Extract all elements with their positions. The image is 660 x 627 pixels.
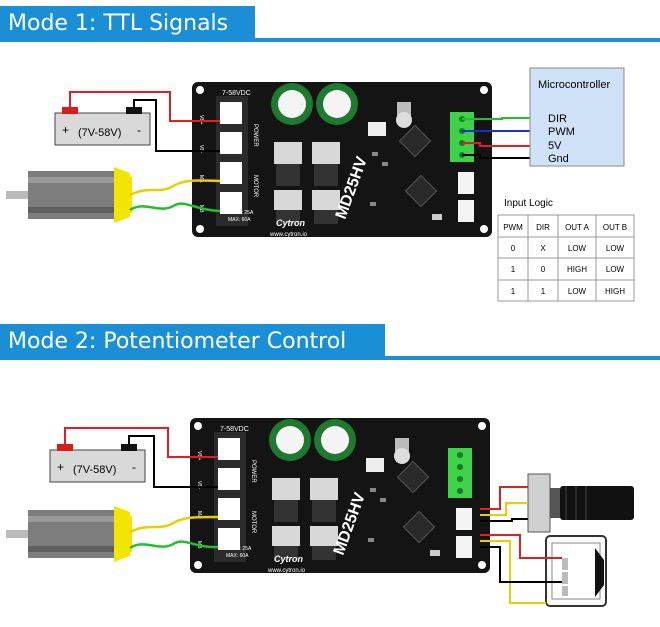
switch-wires	[480, 534, 562, 604]
table-cell: LOW	[606, 265, 625, 274]
battery	[54, 107, 151, 146]
signal-5v: 5V	[548, 140, 562, 152]
microcontroller-box	[529, 67, 625, 167]
terminal-vb-minus: VB-	[196, 481, 202, 490]
table-cell: HIGH	[605, 287, 625, 296]
table-cell: HIGH	[567, 265, 587, 274]
board-current: CONT: 25A	[228, 210, 254, 216]
terminal-vb-minus: VB-	[198, 145, 204, 154]
board-brand: Cytron	[274, 554, 304, 564]
board-website: www.cytron.io	[267, 568, 306, 574]
board-voltage: 7-58VDC	[220, 426, 249, 433]
table-cell: LOW	[606, 244, 625, 253]
battery-minus: -	[137, 123, 141, 137]
table-header-cell: OUT B	[603, 223, 627, 232]
terminal-ma: MA	[196, 511, 202, 519]
terminal-ma: MA	[198, 175, 204, 183]
terminal-vb-plus: VB+	[198, 115, 204, 125]
signal-pwm: PWM	[548, 126, 575, 138]
mode2-title: Mode 2: Potentiometer Control	[0, 324, 385, 360]
power-wires	[69, 91, 220, 152]
table-cell: 0	[541, 265, 546, 274]
table-header-cell: DIR	[536, 223, 550, 232]
motor-wires	[129, 179, 221, 213]
mode1-title-stripe	[0, 38, 660, 42]
table-header-cell: PWM	[503, 223, 523, 232]
battery-plus: +	[62, 123, 69, 137]
terminal-vb-plus: VB+	[196, 451, 202, 461]
board-max-current: MAX: 60A	[228, 217, 251, 223]
board-power-label: POWER	[250, 460, 256, 483]
mode1-title: Mode 1: TTL Signals	[0, 6, 255, 42]
board-motor-label: MOTOR	[250, 511, 256, 534]
dc-motor	[6, 506, 132, 562]
signal-wires	[462, 117, 530, 159]
mode2-title-stripe	[0, 356, 660, 360]
potentiometer	[527, 473, 634, 533]
table-cell: 1	[511, 265, 516, 274]
battery-minus: -	[132, 460, 136, 474]
table-cell: LOW	[568, 287, 587, 296]
table-cell: 1	[511, 287, 516, 296]
input-logic-title: Input Logic	[504, 198, 553, 209]
rocker-switch	[545, 535, 607, 607]
motor-wires	[129, 515, 219, 550]
battery-plus: +	[57, 460, 64, 474]
board-website: www.cytron.io	[269, 232, 308, 238]
battery-voltage-label: (7V-58V)	[78, 127, 121, 139]
table-cell: 1	[541, 287, 546, 296]
board-voltage: 7-58VDC	[222, 90, 251, 97]
input-logic-table	[497, 214, 635, 302]
table-cell: 0	[511, 244, 516, 253]
potentiometer-wires	[480, 486, 528, 522]
table-header-cell: OUT A	[565, 223, 590, 232]
board-max-current: MAX: 60A	[226, 553, 249, 559]
signal-dir: DIR	[548, 113, 567, 125]
board-brand: Cytron	[276, 218, 306, 228]
board-motor-label: MOTOR	[252, 175, 258, 198]
table-cell: LOW	[568, 244, 587, 253]
microcontroller-title: Microcontroller	[538, 79, 610, 91]
power-wires	[64, 427, 218, 488]
board-power-label: POWER	[252, 124, 258, 147]
battery	[49, 444, 146, 483]
battery-voltage-label: (7V-58V)	[73, 464, 116, 476]
table-cell: X	[540, 244, 546, 253]
signal-gnd: Gnd	[548, 153, 569, 165]
dc-motor	[6, 167, 132, 223]
board-current: CONT: 25A	[226, 546, 252, 552]
